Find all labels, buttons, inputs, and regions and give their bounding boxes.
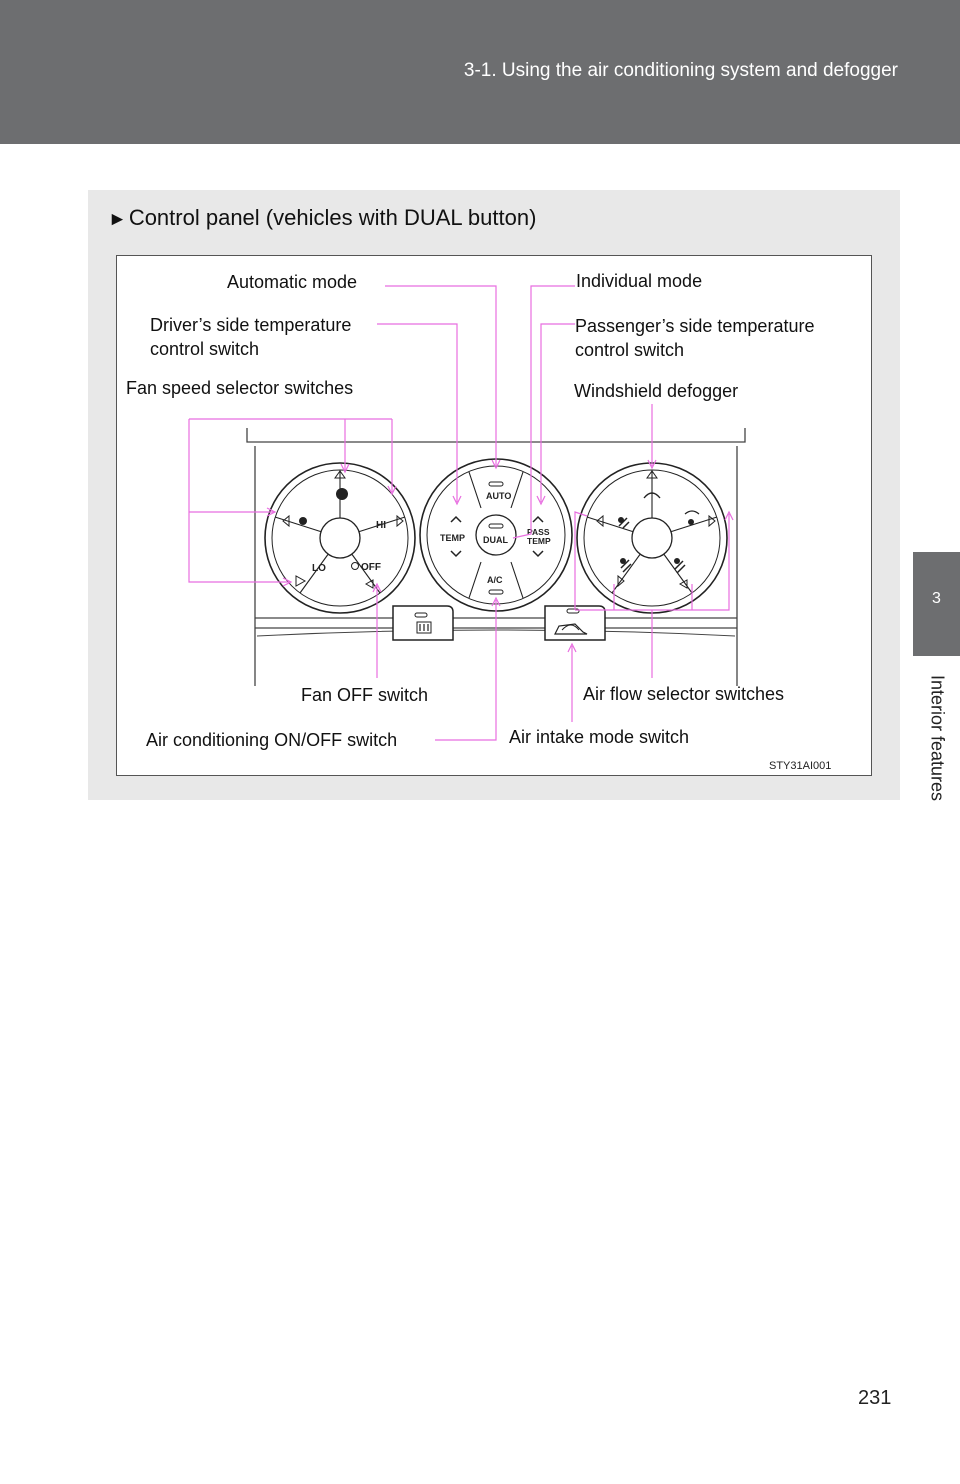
dual-button-label: DUAL [483,535,508,545]
floor-vent-icon [674,558,680,564]
airflow-dial [576,462,728,614]
auto-button-label: AUTO [486,491,511,501]
chapter-label: Interior features [913,656,960,836]
temperature-dial: AUTO TEMP DUAL PASS TEMP A/C [419,458,573,612]
floor-windshield-icon [684,510,700,515]
bi-level-icon [620,558,626,564]
section-title-text: Control panel (vehicles with DUAL button… [128,205,537,230]
rear-defogger-button [392,605,454,641]
label-air-flow: Air flow selector switches [583,684,785,704]
pointer-triangle-icon: ► [108,209,127,230]
leader-lines [188,285,734,741]
label-automatic-mode: Automatic mode [227,272,358,292]
label-fan-off: Fan OFF switch [301,685,429,705]
figure-code: STY31AI001 [769,760,832,772]
off-button-label: OFF [361,562,381,573]
label-passenger-temp-1: Passenger’s side temperature [575,316,815,336]
air-intake-button [544,605,606,641]
windshield-defog-icon [643,492,661,499]
rear-defog-icon [416,621,432,634]
page-header [0,0,960,144]
hi-button-label: HI [376,520,386,531]
chapter-number: 3 [932,590,941,607]
header-title: 3-1. Using the air conditioning system a… [463,60,898,81]
lo-button-label: LO [312,563,326,574]
pass-temp-button-label: TEMP [527,536,551,546]
chapter-label-text: Interior features [927,674,947,802]
label-driver-temp-2: control switch [150,339,260,359]
chapter-tab [913,552,960,656]
label-driver-temp-1: Driver’s side temperature [150,315,352,335]
label-fan-speed: Fan speed selector switches [126,378,354,398]
label-ac-switch: Air conditioning ON/OFF switch [146,730,398,750]
label-air-intake: Air intake mode switch [509,727,690,747]
label-passenger-temp-2: control switch [575,340,685,360]
label-windshield-defogger: Windshield defogger [574,381,739,401]
fan-dial: HI LO OFF [264,462,416,614]
recirculate-car-icon [554,623,588,635]
label-individual-mode: Individual mode [576,271,703,291]
section-title: ►Control panel (vehicles with DUAL butto… [108,205,536,231]
control-panel-illustration: HI LO OFF AUTO TEMP DUAL [188,285,746,741]
control-panel-figure: HI LO OFF AUTO TEMP DUAL [116,255,872,776]
pass-button-label: PASS [527,527,550,537]
fan-icon [351,562,359,570]
page-number: 231 [858,1387,892,1409]
temp-button-label: TEMP [440,533,465,543]
ac-button-label: A/C [487,575,503,585]
